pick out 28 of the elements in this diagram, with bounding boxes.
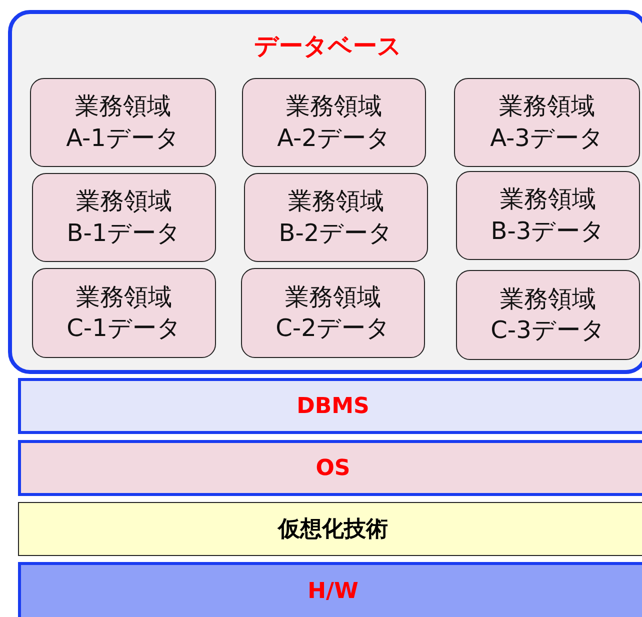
layer-title: H/W [308, 578, 358, 604]
box-label: 業務領域A-3データ [489, 91, 605, 154]
data-box [242, 78, 426, 167]
layer-title: DBMS [296, 394, 370, 418]
layer-band [18, 440, 642, 496]
data-box [454, 78, 640, 167]
layer-title: OS [316, 456, 350, 480]
box-label: 業務領域A-1データ [65, 91, 181, 154]
box-label: 業務領域B-1データ [66, 186, 182, 248]
box-label: 業務領域C-1データ [66, 282, 182, 344]
box-label: 業務領域B-2データ [278, 186, 394, 248]
data-box [456, 270, 640, 360]
layer-band [18, 562, 642, 617]
data-box [244, 173, 428, 262]
box-label: 業務領域B-3データ [490, 184, 606, 246]
layer-title: データベース [254, 31, 402, 62]
box-label: 業務領域C-3データ [490, 284, 606, 346]
box-label: 業務領域A-2データ [276, 91, 392, 154]
layer-band [18, 378, 642, 434]
box-label: 業務領域C-2データ [274, 282, 392, 344]
layer-band [18, 502, 642, 556]
data-box [30, 78, 216, 167]
database-container [8, 10, 642, 374]
data-box [32, 268, 216, 358]
layer-title: 仮想化技術 [278, 516, 388, 544]
data-box [456, 171, 640, 260]
data-box [32, 173, 216, 262]
data-box [241, 268, 425, 358]
